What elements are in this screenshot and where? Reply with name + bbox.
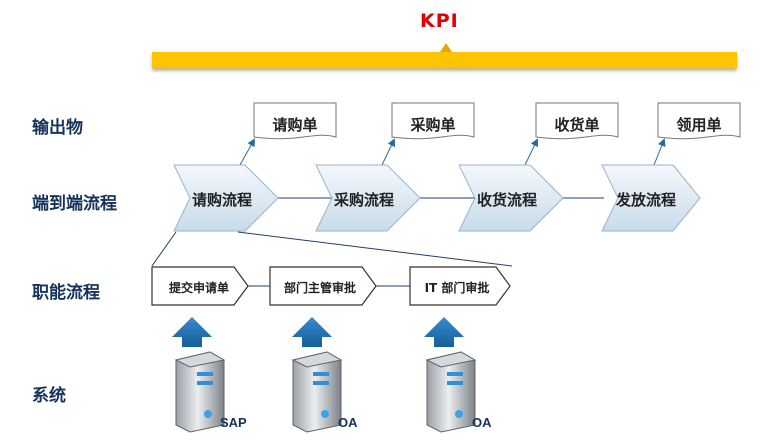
system-label-2: OA bbox=[338, 415, 358, 430]
row-label-system: 系统 bbox=[32, 386, 66, 406]
output-doc-2 bbox=[391, 102, 475, 140]
e2e-step-2: 采购流程 bbox=[333, 191, 394, 209]
chevron-4 bbox=[601, 164, 701, 232]
e2e-step-1: 请购流程 bbox=[191, 191, 252, 209]
up-arrow-icon-3 bbox=[424, 317, 464, 347]
server-icon-2 bbox=[291, 351, 343, 433]
kpi-bar bbox=[152, 52, 737, 68]
arrow-to-output-1 bbox=[239, 138, 255, 166]
output-doc-4 bbox=[657, 102, 741, 140]
server-icon-3 bbox=[425, 351, 477, 433]
arrow-to-output-4 bbox=[653, 138, 666, 166]
kpi-title: KPI bbox=[420, 10, 459, 32]
decompose-line-right bbox=[237, 231, 513, 267]
func-box-3 bbox=[409, 266, 511, 306]
output-label-4: 领用单 bbox=[676, 116, 722, 134]
func-box-2 bbox=[269, 266, 377, 306]
output-label-2: 采购单 bbox=[410, 116, 456, 134]
e2e-step-4: 发放流程 bbox=[615, 191, 676, 209]
row-label-end-to-end: 端到端流程 bbox=[32, 194, 117, 214]
system-label-3: OA bbox=[472, 415, 492, 430]
row-label-functional: 职能流程 bbox=[32, 283, 100, 303]
chevron-2 bbox=[315, 164, 421, 232]
func-step-3: IT 部门审批 bbox=[424, 281, 490, 295]
system-label-1: SAP bbox=[220, 415, 247, 430]
up-arrow-icon-1 bbox=[172, 317, 212, 347]
output-label-1: 请购单 bbox=[272, 116, 318, 134]
kpi-marker-icon bbox=[440, 43, 452, 52]
decompose-line-left bbox=[151, 231, 177, 267]
e2e-step-3: 收货流程 bbox=[476, 191, 537, 209]
output-label-3: 收货单 bbox=[554, 116, 600, 134]
func-step-2: 部门主管审批 bbox=[283, 281, 356, 295]
chevron-1 bbox=[173, 164, 279, 232]
server-icon-1 bbox=[174, 351, 226, 433]
output-doc-3 bbox=[535, 102, 619, 140]
arrow-to-output-3 bbox=[524, 138, 539, 166]
func-step-1: 提交申请单 bbox=[168, 281, 229, 295]
arrow-to-output-2 bbox=[381, 138, 396, 166]
output-doc-1 bbox=[253, 102, 337, 140]
func-box-1 bbox=[151, 266, 249, 306]
row-label-outputs: 输出物 bbox=[32, 118, 83, 138]
up-arrow-icon-2 bbox=[292, 317, 332, 347]
chevron-3 bbox=[458, 164, 564, 232]
